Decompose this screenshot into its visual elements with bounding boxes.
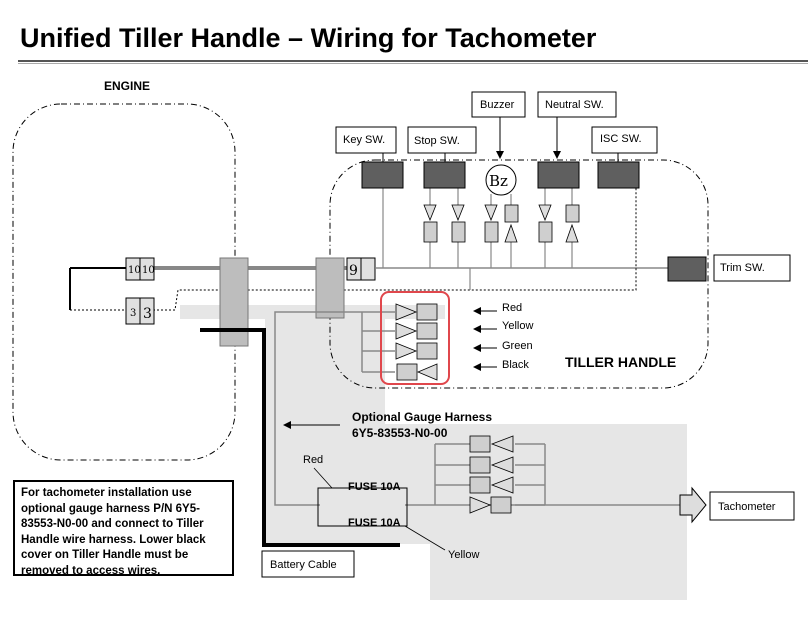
tachometer-arrow-icon: [679, 486, 707, 524]
grommet-tiller: [315, 257, 345, 319]
grommet-engine: [219, 257, 249, 347]
buzzer: Bz: [485, 164, 517, 196]
harness-title: Optional Gauge Harness: [352, 410, 492, 424]
trim-switch: [667, 256, 707, 282]
switch-connectors: [423, 204, 580, 243]
isc-switch: [597, 161, 640, 189]
stop-switch: [423, 161, 466, 189]
neutral-switch: [537, 161, 580, 189]
battery-cable-wire: [200, 328, 400, 547]
wire-color-black: Black: [502, 359, 529, 371]
wire-color-labels: Red Yellow Green Black: [473, 302, 533, 371]
switch-wiring: [382, 188, 573, 290]
connector-10b-label: 10: [142, 265, 155, 276]
connector-3: 3 3: [125, 297, 155, 325]
connector-10: 10 10: [125, 257, 155, 281]
engine-outline: [12, 103, 236, 461]
neutral-sw-label: Neutral SW.: [545, 99, 604, 111]
harness-part-number: 6Y5-83553-N0-00: [352, 426, 448, 440]
key-switch: [361, 161, 404, 189]
buzzer-bz-label: Bz: [489, 172, 508, 190]
title-rule: [18, 60, 808, 62]
key-sw-label: Key SW.: [343, 134, 385, 146]
fuse-yellow-label: Yellow: [448, 549, 479, 561]
wire-color-yellow: Yellow: [502, 320, 533, 332]
battery-cable-label: Battery Cable: [270, 559, 337, 571]
connector-3a-label: 3: [130, 308, 136, 319]
tiller-handle-label: TILLER HANDLE: [565, 354, 676, 370]
tachometer-label: Tachometer: [718, 501, 776, 513]
isc-sw-label: ISC SW.: [600, 133, 642, 145]
installation-note: For tachometer installation use optional…: [13, 480, 234, 577]
connector-9: 9: [346, 257, 376, 281]
tiller-handle-outline: [329, 159, 709, 389]
gauge-harness-connectors: [469, 435, 514, 514]
connector-3b-label: 3: [143, 306, 152, 322]
tiller-tach-connectors: [395, 303, 438, 381]
connector-9-label: 9: [349, 263, 358, 279]
buzzer-label: Buzzer: [480, 99, 515, 111]
wire-color-red: Red: [502, 302, 522, 314]
switch-labels: Key SW. Stop SW. Buzzer Neutral SW. ISC …: [335, 91, 791, 282]
wire-color-green: Green: [502, 340, 533, 352]
fuse-bracket: FUSE 10A FUSE 10A Red Yellow: [303, 454, 479, 561]
fuse-red-label: Red: [303, 454, 323, 466]
stop-sw-label: Stop SW.: [414, 135, 460, 147]
engine-label: ENGINE: [104, 79, 150, 93]
gauge-harness-wires: [274, 311, 680, 506]
battery-cable-box: [261, 550, 355, 578]
fuse-top-label: FUSE 10A: [348, 481, 401, 493]
connector-10a-label: 10: [128, 265, 141, 276]
fuse-bottom-label: FUSE 10A: [348, 517, 401, 529]
page-title: Unified Tiller Handle – Wiring for Tacho…: [20, 23, 597, 53]
tachometer-box: [709, 491, 795, 521]
title-rule-light: [18, 63, 808, 64]
highlight-box: [380, 291, 450, 385]
trim-sw-label: Trim SW.: [720, 262, 765, 274]
